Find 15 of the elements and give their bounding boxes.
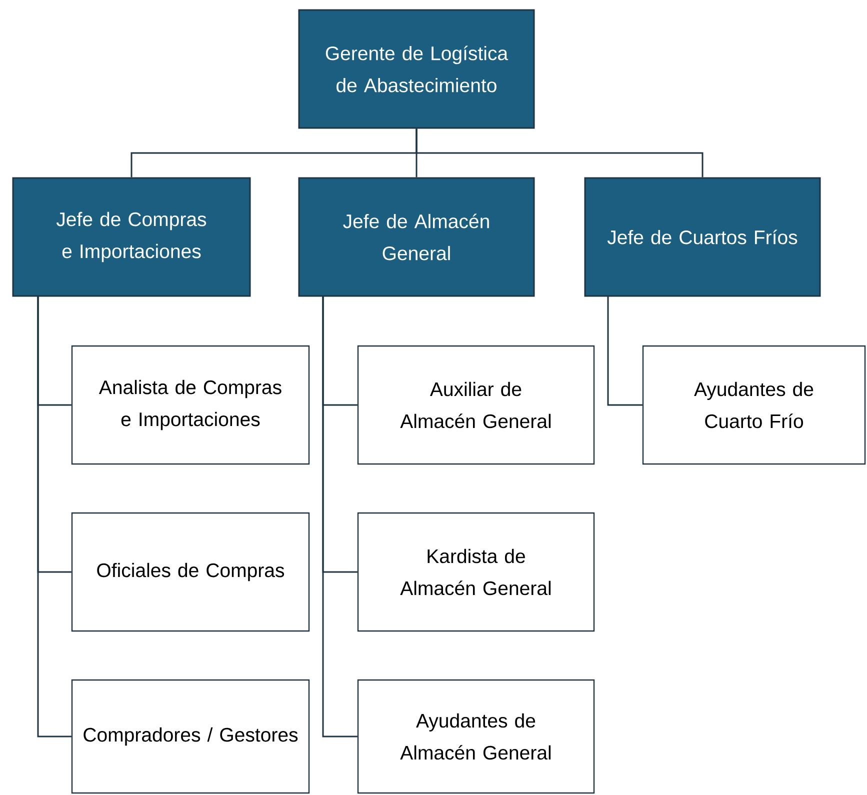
manager-box: Jefe de Compras e Importaciones <box>12 177 251 297</box>
position-box: Analista de Compras e Importaciones <box>71 345 310 465</box>
position-box: Oficiales de Compras <box>71 512 310 632</box>
position-box: Compradores / Gestores <box>71 679 310 794</box>
connector-line <box>37 296 72 738</box>
manager-box: Jefe de Cuartos Fríos <box>584 177 821 297</box>
manager-box: Jefe de Almacén General <box>298 177 535 297</box>
manager-box: Gerente de Logística de Abastecimiento <box>298 9 535 129</box>
connector-line <box>416 128 704 178</box>
position-box: Kardista de Almacén General <box>357 512 595 632</box>
position-box: Ayudantes de Almacén General <box>357 679 595 794</box>
connector-line <box>322 296 358 738</box>
position-box: Ayudantes de Cuarto Frío <box>642 345 866 465</box>
position-box: Auxiliar de Almacén General <box>357 345 595 465</box>
connector-line <box>607 296 642 406</box>
